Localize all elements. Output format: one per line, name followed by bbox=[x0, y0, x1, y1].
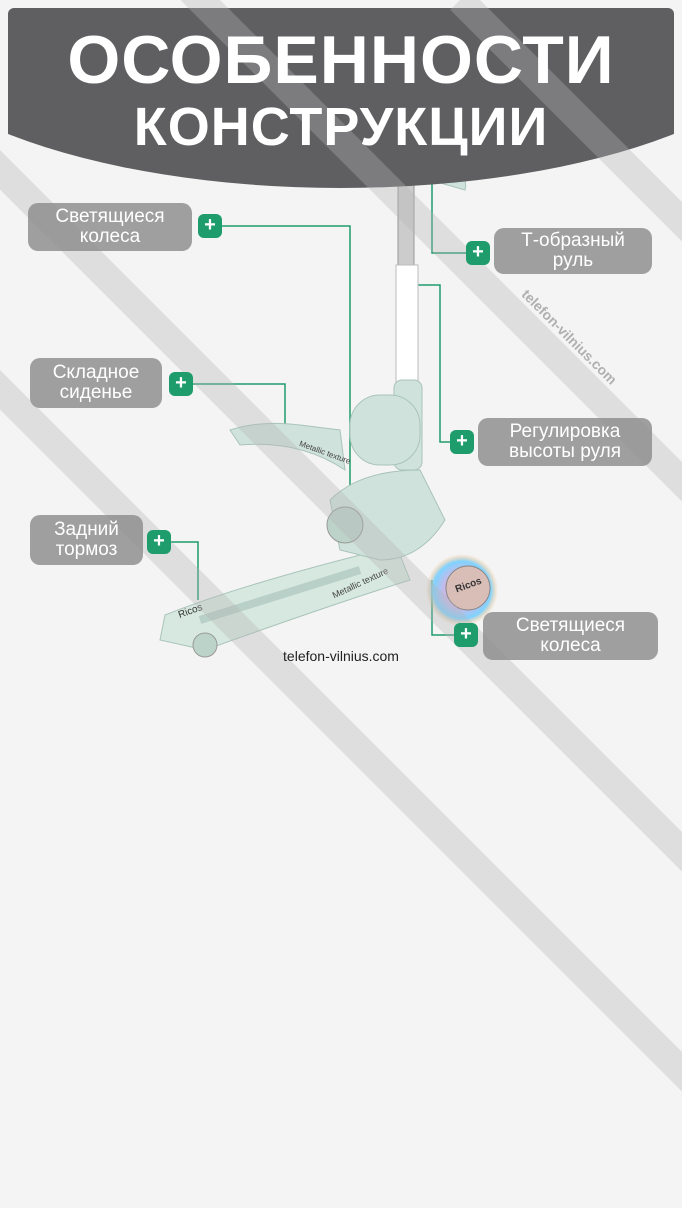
label-line: Регулировка bbox=[509, 421, 621, 442]
page-title-line1: ОСОБЕННОСТИ bbox=[67, 22, 615, 98]
label-line: тормоз bbox=[55, 539, 118, 560]
label-line: Светящиеся bbox=[515, 615, 626, 636]
plus-button[interactable]: + bbox=[450, 430, 474, 454]
label-line: Светящиеся bbox=[55, 206, 165, 227]
plus-button[interactable]: + bbox=[454, 623, 478, 647]
page-title-line2: КОНСТРУКЦИИ bbox=[133, 97, 549, 157]
scooter bbox=[159, 161, 498, 658]
label-line: руль bbox=[552, 250, 594, 271]
label-line: сиденье bbox=[59, 382, 133, 403]
header-banner bbox=[8, 8, 674, 188]
plus-button[interactable]: + bbox=[169, 372, 193, 396]
plus-button[interactable]: + bbox=[198, 214, 222, 238]
label-line: Складное bbox=[52, 362, 140, 383]
label-line: высоты руля bbox=[508, 441, 622, 462]
label-line: Задний bbox=[54, 519, 119, 540]
label-line: колеса bbox=[79, 226, 141, 247]
plus-button[interactable]: + bbox=[466, 241, 490, 265]
connector-lines bbox=[170, 172, 468, 636]
label-line: Т-образный bbox=[521, 230, 625, 251]
plus-button[interactable]: + bbox=[147, 530, 171, 554]
footer-website: telefon-vilnius.com bbox=[283, 648, 399, 664]
label-line: колеса bbox=[540, 635, 601, 656]
scooter-illustration bbox=[159, 161, 498, 658]
